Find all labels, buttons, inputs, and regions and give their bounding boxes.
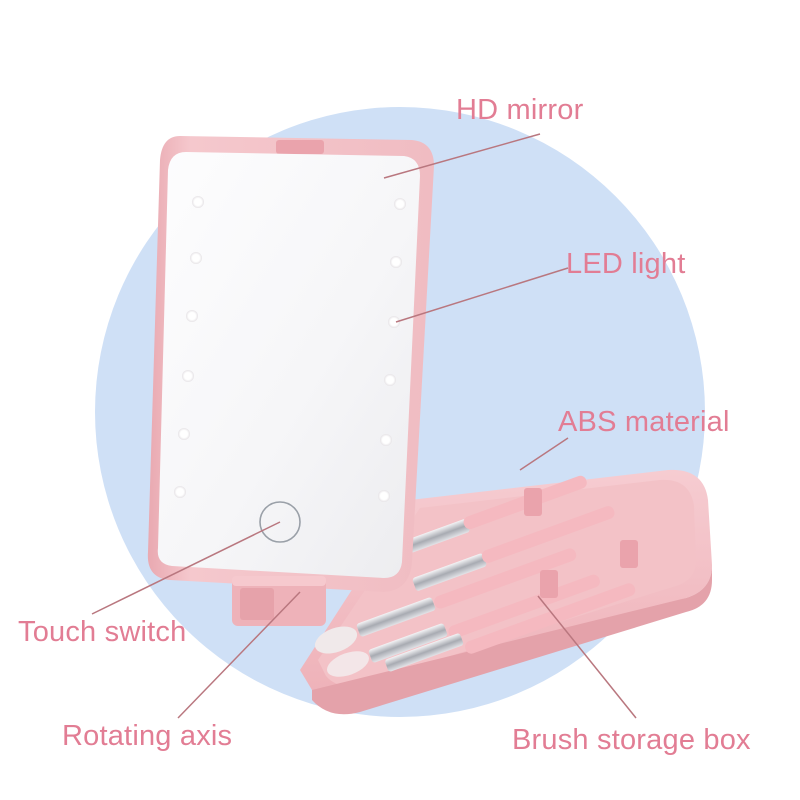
led-dot [384,374,396,386]
retainer-clip [524,488,542,516]
leader-line-touch-switch [91,521,281,615]
leader-line-abs-material [519,437,569,471]
led-dot [388,316,400,328]
callout-touch-switch: Touch switch [18,616,187,648]
led-dot [182,370,194,382]
mirror-glass [157,152,420,578]
callout-hd-mirror: HD mirror [456,94,584,126]
led-dot [178,428,190,440]
callout-rotating-axis: Rotating axis [62,720,233,752]
brush [314,548,577,654]
retainer-clip [620,540,638,568]
leader-line-hd-mirror [383,133,541,179]
leader-line-led-light [395,267,569,323]
leader-line-brush-storage-box [537,595,637,719]
touch-switch-icon [259,501,301,543]
led-dot [378,490,390,502]
led-dot [190,252,202,264]
brush [326,574,600,677]
brush [385,583,636,672]
callout-led-light: LED light [566,248,686,280]
led-dot [380,434,392,446]
led-lights [174,196,406,502]
led-dot [192,196,204,208]
brush [412,506,615,591]
callout-abs-material: ABS material [558,406,730,438]
leader-lines [91,133,637,719]
led-dot [390,256,402,268]
rotating-axis [232,576,326,626]
top-tab [276,140,324,154]
led-dot [186,310,198,322]
led-dot [394,198,406,210]
makeup-brushes [314,475,638,677]
retainer-clip [540,570,558,598]
leader-line-rotating-axis [177,591,301,719]
led-dot [174,486,186,498]
callout-brush-storage-box: Brush storage box [512,724,751,756]
